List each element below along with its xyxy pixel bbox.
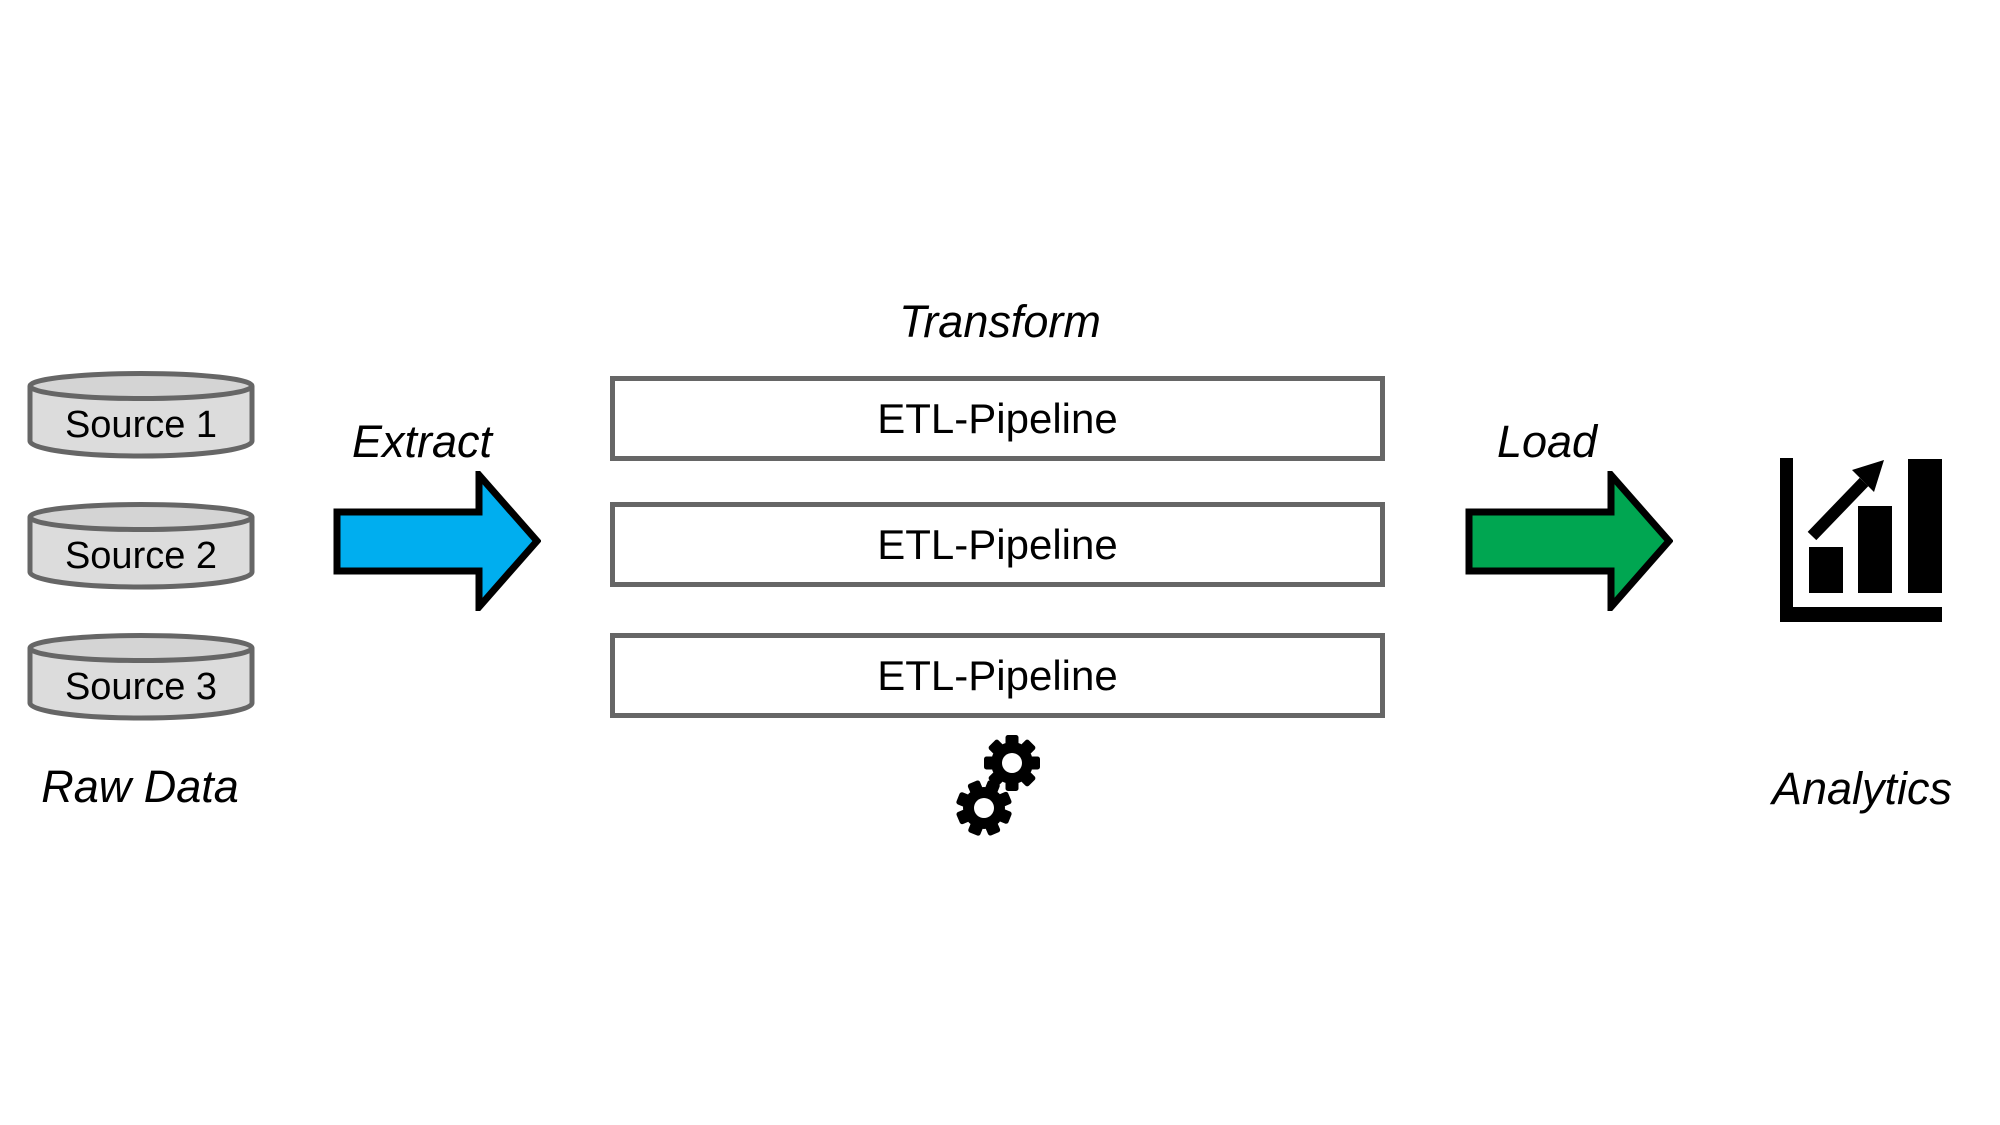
right-arrow-icon <box>333 465 542 617</box>
analytics-caption: Analytics <box>1771 763 1953 814</box>
load-arrow <box>1465 465 1674 617</box>
etl-pipeline-3-label: ETL-Pipeline <box>877 651 1118 699</box>
bar-chart-growth-icon <box>1780 458 1942 622</box>
transform-gears <box>952 733 1044 839</box>
source-2-database: Source 2 <box>27 502 255 590</box>
raw-data-caption: Raw Data <box>41 761 239 812</box>
extract-arrow <box>333 465 542 617</box>
source-1-database: Source 1 <box>27 371 255 459</box>
extract-stage-label: Extract <box>351 416 493 467</box>
load-stage-label: Load <box>1496 416 1598 467</box>
source-3-database: Source 3 <box>27 633 255 721</box>
database-cylinder-icon: Source 3 <box>27 633 255 721</box>
etl-pipeline-1-label: ETL-Pipeline <box>877 394 1118 442</box>
etl-pipeline-box-1: ETL-Pipeline <box>610 376 1385 461</box>
source-3-label: Source 3 <box>65 666 217 708</box>
transform-stage-label: Transform <box>899 296 1101 347</box>
etl-pipeline-2-label: ETL-Pipeline <box>877 520 1118 568</box>
right-arrow-icon <box>1465 465 1674 617</box>
source-2-label: Source 2 <box>65 535 217 577</box>
source-1-label: Source 1 <box>65 404 217 446</box>
database-cylinder-icon: Source 2 <box>27 502 255 590</box>
etl-pipeline-box-3: ETL-Pipeline <box>610 633 1385 718</box>
analytics-chart <box>1780 458 1942 622</box>
gears-icon <box>956 735 1040 836</box>
etl-pipeline-box-2: ETL-Pipeline <box>610 502 1385 587</box>
database-cylinder-icon: Source 1 <box>27 371 255 459</box>
